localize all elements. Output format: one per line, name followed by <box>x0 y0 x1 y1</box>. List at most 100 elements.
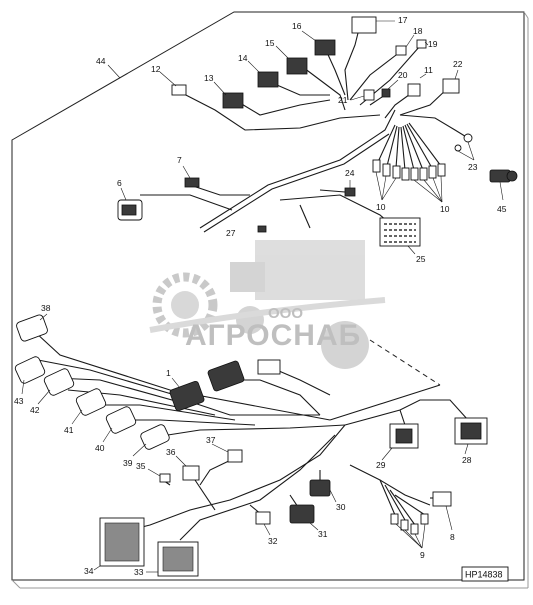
figure-code: HP14838 <box>465 570 503 580</box>
connector-12 <box>171 84 187 96</box>
callout-40: 40 <box>95 443 105 453</box>
callout-16: 16 <box>292 21 302 31</box>
callout-35: 35 <box>136 461 146 471</box>
connector-15 <box>286 57 308 75</box>
callout-31: 31 <box>318 529 328 539</box>
callout-15: 15 <box>265 38 275 48</box>
callout-45: 45 <box>497 204 507 214</box>
connector-11 <box>407 83 421 97</box>
callout-22: 22 <box>453 59 463 69</box>
connector-10-f <box>419 167 428 181</box>
upper-connectors <box>117 16 518 247</box>
callout-36: 36 <box>166 447 176 457</box>
dashed-link <box>369 339 441 386</box>
connector-1 <box>169 380 205 412</box>
callout-39: 39 <box>123 458 133 468</box>
connector-27 <box>257 225 267 233</box>
callout-24: 24 <box>345 168 355 178</box>
callout-38: 38 <box>41 303 51 313</box>
connector-29 <box>389 423 419 449</box>
connector-10-g <box>428 165 437 179</box>
connector-24 <box>344 187 356 197</box>
upper-harness <box>140 24 469 233</box>
watermark-line1: ООО <box>268 305 303 322</box>
connector-7 <box>184 177 200 188</box>
callout-14: 14 <box>238 53 248 63</box>
callout-43: 43 <box>14 396 24 406</box>
connector-31 <box>289 504 315 524</box>
callout-19: 19 <box>428 39 438 49</box>
connector-9-b <box>400 519 409 531</box>
callout-10-b: 10 <box>440 204 450 214</box>
callout-44: 44 <box>96 56 106 66</box>
callout-27: 27 <box>226 228 236 238</box>
callout-7: 7 <box>177 155 182 165</box>
connector-10-e <box>410 167 419 181</box>
callout-37: 37 <box>206 435 216 445</box>
connector-20 <box>381 88 391 98</box>
connector-13 <box>222 92 244 109</box>
callout-10-a: 10 <box>376 202 386 212</box>
callout-12: 12 <box>151 64 161 74</box>
connector-6-face <box>121 204 137 216</box>
callout-6: 6 <box>117 178 122 188</box>
connector-36 <box>182 465 200 481</box>
connector-9-a <box>390 513 399 525</box>
callout-20: 20 <box>398 70 408 80</box>
callout-29: 29 <box>376 460 386 470</box>
watermark-line2: АГРОСНАБ <box>185 319 361 352</box>
lower-connectors <box>14 314 488 577</box>
callout-30: 30 <box>336 502 346 512</box>
callout-1: 1 <box>166 368 171 378</box>
connector-10-d <box>401 167 410 181</box>
connector-32 <box>255 511 271 525</box>
connector-23a <box>463 133 473 143</box>
connector-10-b <box>382 163 391 177</box>
connector-19 <box>416 39 427 49</box>
callout-18: 18 <box>413 26 423 36</box>
connector-35 <box>159 473 171 483</box>
callout-9: 9 <box>420 550 425 560</box>
callout-32: 32 <box>268 536 278 546</box>
connector-39 <box>140 424 170 450</box>
lower-harness <box>34 331 469 541</box>
callout-23: 23 <box>468 162 478 172</box>
connector-30 <box>309 479 331 497</box>
connector-17 <box>351 16 377 34</box>
connector-41 <box>75 388 107 416</box>
connector-22 <box>442 78 460 94</box>
callout-33: 33 <box>134 567 144 577</box>
callout-13: 13 <box>204 73 214 83</box>
figure-code-box: HP14838 <box>461 566 509 582</box>
callouts: 44 12 13 14 15 16 17 18 19 20 21 11 22 2… <box>14 15 507 577</box>
connector-1b <box>207 360 245 392</box>
callout-21: 21 <box>338 95 348 105</box>
connector-40 <box>105 406 137 434</box>
connector-9-d <box>420 513 429 525</box>
connector-10-c <box>392 165 401 179</box>
connector-9-c <box>410 523 419 535</box>
watermark-logo: ООО АГРОСНАБ <box>149 240 386 369</box>
connector-10-h <box>437 163 446 177</box>
callout-25: 25 <box>416 254 426 264</box>
connector-43 <box>14 356 46 384</box>
connector-18 <box>395 45 407 56</box>
connector-10-a <box>372 159 381 173</box>
callout-11: 11 <box>424 65 433 75</box>
callout-41: 41 <box>64 425 74 435</box>
callout-17: 17 <box>398 15 408 25</box>
connector-21 <box>363 89 375 101</box>
connector-14 <box>257 71 279 88</box>
callout-8: 8 <box>450 532 455 542</box>
connector-16 <box>314 39 336 56</box>
connector-38 <box>16 314 48 342</box>
connector-23b <box>454 144 462 152</box>
connector-mid <box>257 359 281 375</box>
callout-28: 28 <box>462 455 472 465</box>
callout-34: 34 <box>84 566 94 576</box>
connector-8 <box>432 491 452 507</box>
connector-42 <box>43 368 75 396</box>
callout-42: 42 <box>30 405 40 415</box>
